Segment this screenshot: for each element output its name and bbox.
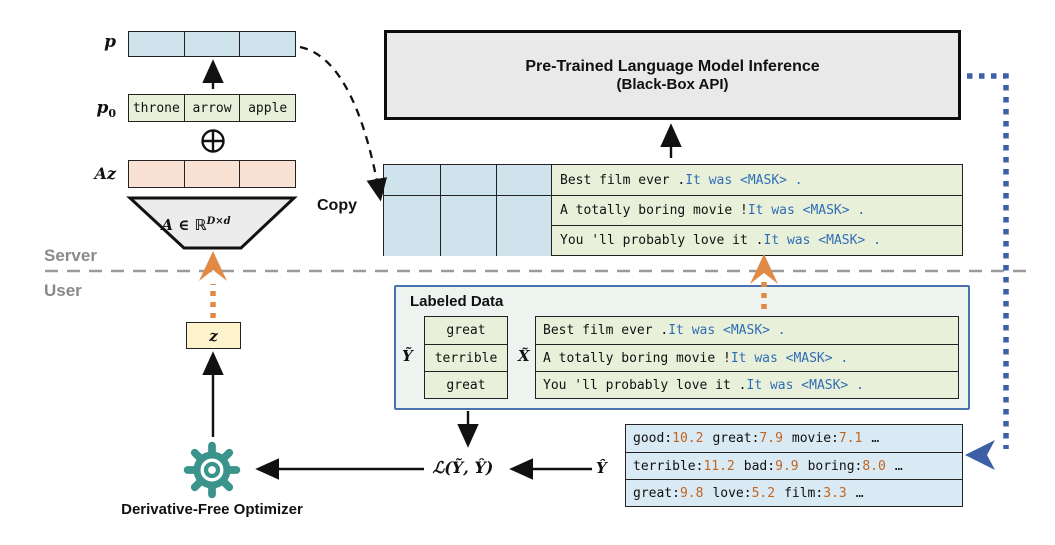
p-vector-label: p [104, 32, 116, 52]
plm-title-line2: (Black-Box API) [616, 75, 729, 93]
prompt-embed-cell [384, 165, 440, 195]
labels-table: great terrible great [424, 316, 508, 399]
p0-token-cell: throne [132, 100, 180, 116]
p-cell [183, 32, 240, 56]
az-cell [129, 161, 184, 187]
prompt-embed-cell [440, 225, 496, 256]
plm-to-output-dots [967, 73, 1009, 449]
copy-label: Copy [317, 197, 357, 214]
p-cell [239, 32, 295, 56]
sentence-cell: Best film ever . It was <MASK> . [543, 323, 786, 338]
y-hat-label: Ŷ [596, 459, 607, 477]
prompt-batch-row: You 'll probably love it . It was <MASK>… [384, 225, 962, 256]
az-vector-label: Az [94, 164, 117, 183]
ellipsis: … [894, 458, 903, 474]
prompt-embed-cell [496, 165, 551, 195]
y-tilde-label: Ỹ [402, 347, 413, 365]
gear-icon [183, 441, 241, 499]
prediction-row: good:10.2 great:7.9 movie:7.1 … [633, 431, 880, 446]
label-cell: great [425, 371, 507, 398]
prompt-embed-cell [440, 165, 496, 195]
prompt-batch-row: A totally boring movie ! It was <MASK> . [384, 195, 962, 226]
p-cell [129, 32, 184, 56]
label-cell: terrible [425, 344, 507, 371]
label-cell: great [446, 323, 486, 338]
ellipsis: … [855, 485, 864, 501]
projection-label: A ∈ ℝD×d [159, 216, 230, 234]
prediction-row: great:9.8 love:5.2 film:3.3 … [626, 479, 962, 506]
plm-to-output-arrow-head [965, 440, 995, 470]
loss-label: ℒ(Ỹ, Ŷ) [432, 458, 494, 477]
z-vector-box: z [186, 322, 241, 349]
prompt-embed-cell [496, 225, 551, 256]
prompt-sentence: Best film ever . It was <MASK> . [552, 165, 962, 195]
prompt-sentence: You 'll probably love it . It was <MASK>… [552, 226, 962, 255]
prompt-embed-cell [440, 195, 496, 226]
p0-token-cell: arrow [183, 95, 240, 121]
p0-token-cell: apple [239, 95, 295, 121]
server-label: Server [44, 246, 97, 265]
x-tilde-label: X̃ [518, 347, 530, 365]
prompt-embed-cell [384, 226, 440, 256]
prediction-table: good:10.2 great:7.9 movie:7.1 … terrible… [625, 424, 963, 507]
labeled-data-panel: Labeled Data Ỹ great terrible great X̃ B… [394, 285, 970, 410]
optimizer-label: Derivative-Free Optimizer [121, 501, 303, 518]
prompt-batch-row: Best film ever . It was <MASK> . [384, 165, 962, 195]
p-vector-row [128, 31, 296, 57]
sentences-table: Best film ever . It was <MASK> . A total… [535, 316, 959, 399]
projection-trapezoid [126, 196, 298, 250]
prompt-sentence: A totally boring movie ! It was <MASK> . [552, 196, 962, 225]
ellipsis: … [871, 431, 880, 446]
z-label: z [209, 326, 218, 345]
plm-title-line1: Pre-Trained Language Model Inference [525, 57, 820, 75]
p0-vector-label: p0 [96, 98, 116, 120]
oplus-icon [201, 129, 225, 153]
sentence-cell: A totally boring movie ! It was <MASK> . [536, 344, 958, 371]
az-cell [183, 161, 240, 187]
data-up-arrow-head [750, 254, 778, 284]
prompt-embed-cell [384, 196, 440, 226]
sentence-cell: You 'll probably love it . It was <MASK>… [536, 371, 958, 398]
copy-arrow [299, 45, 387, 202]
az-cell [239, 161, 295, 187]
z-up-arrow-head [199, 251, 227, 281]
prompt-batch-table: Best film ever . It was <MASK> . A total… [383, 164, 963, 256]
prompt-embed-cell [496, 195, 551, 226]
prediction-row: terrible:11.2 bad:9.9 boring:8.0 … [626, 452, 962, 479]
user-label: User [44, 281, 82, 300]
az-vector-row [128, 160, 296, 188]
p0-vector-row: throne arrow apple [128, 94, 296, 122]
labeled-data-title: Labeled Data [410, 293, 504, 310]
plm-inference-box: Pre-Trained Language Model Inference (Bl… [384, 30, 961, 120]
